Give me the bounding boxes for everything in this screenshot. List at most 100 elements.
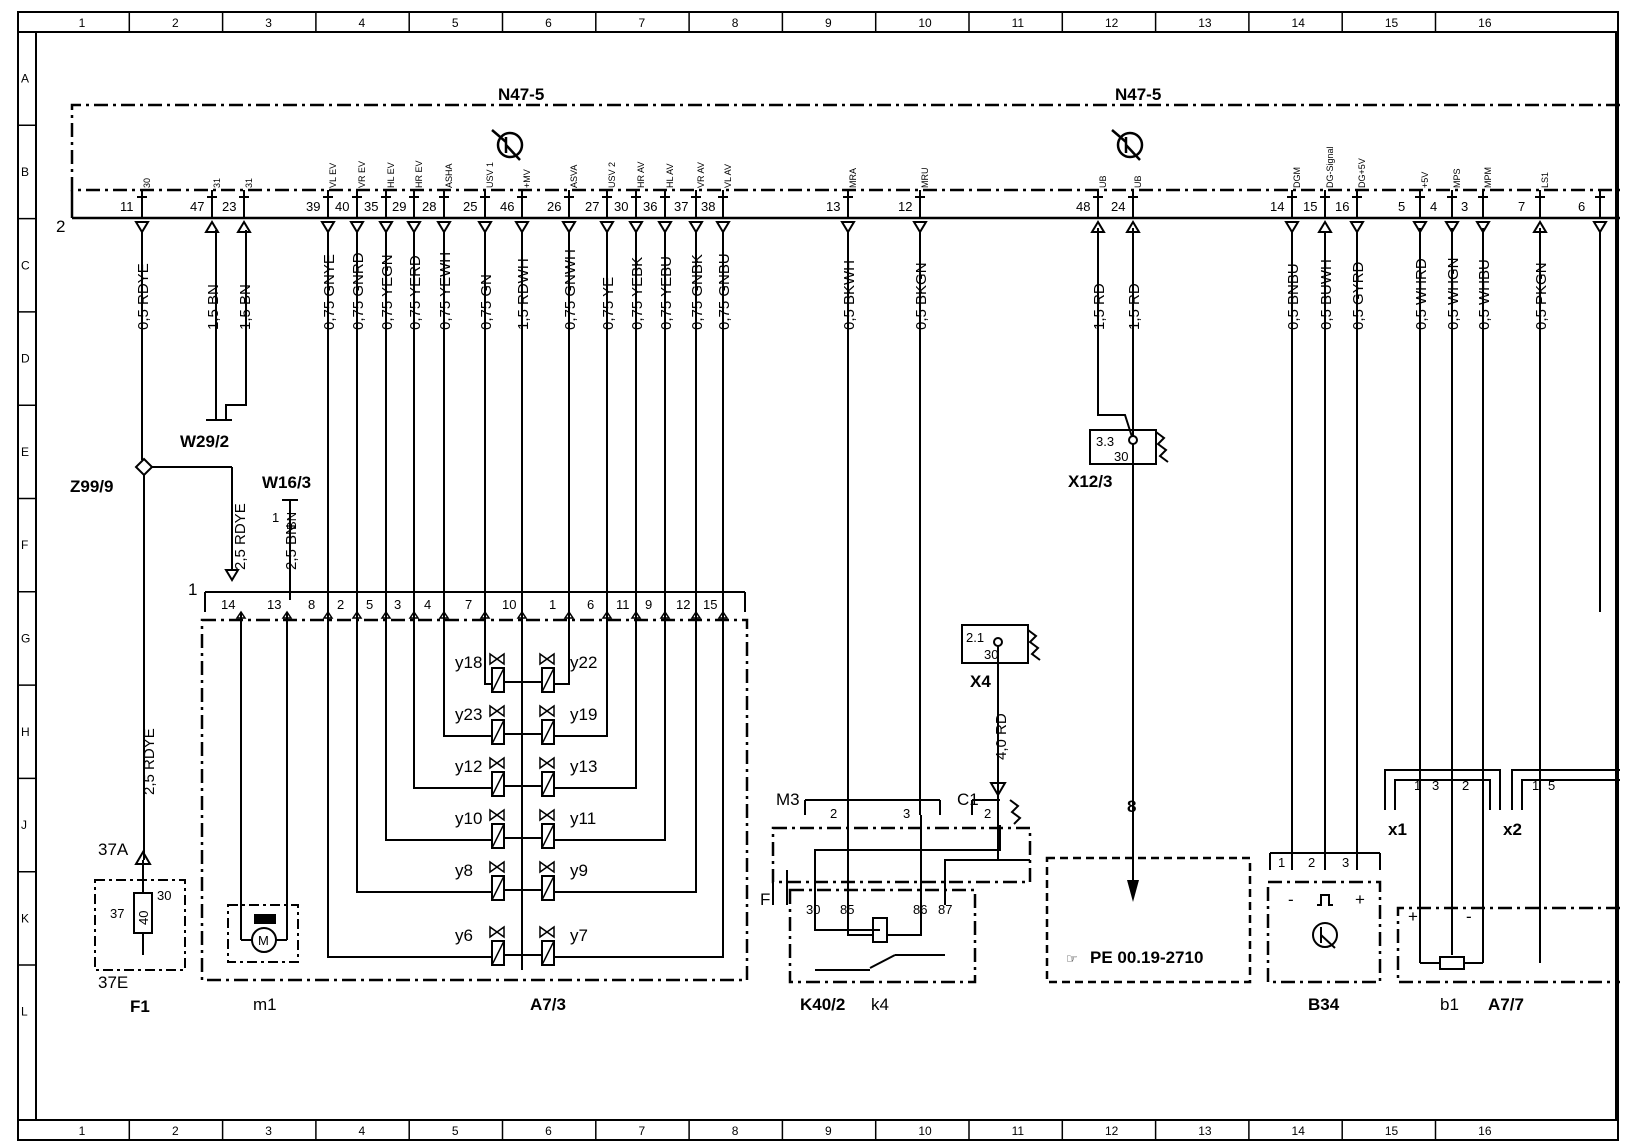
module-title-right: N47-5 <box>1115 85 1161 104</box>
b34-sensor <box>1266 852 1382 984</box>
valve-wire <box>554 612 637 789</box>
arrow-down-icon <box>1592 221 1608 234</box>
x2-pin: 1 <box>1532 778 1539 793</box>
wire-label: 0,5 PKGN <box>1533 262 1550 330</box>
valve-coil <box>541 823 555 849</box>
transistor-icon <box>1111 129 1144 161</box>
pin-number: 39 <box>306 199 320 214</box>
signal-label: +5V <box>1420 172 1430 188</box>
grid-row-label: C <box>21 258 30 272</box>
arrow-down-icon <box>1284 221 1300 234</box>
valve-label: y23 <box>455 705 482 724</box>
pin-number: 46 <box>500 199 514 214</box>
valve-icon <box>539 704 555 718</box>
arrow-down-icon <box>628 221 644 234</box>
valve-icon <box>539 756 555 770</box>
wire-label: 0,75 GNRD <box>350 252 367 330</box>
arrow-down-icon <box>406 221 422 234</box>
wire-z99-branch: 2,5 RDYE <box>232 503 249 570</box>
c1-pin: 2 <box>984 806 991 821</box>
m3-pin: 3 <box>903 806 910 821</box>
wire-label: 1,5 BN <box>205 284 222 330</box>
arrow-down-icon <box>514 221 530 234</box>
grid-column-label: 16 <box>1478 1124 1492 1138</box>
grid-column-label: 14 <box>1292 16 1306 30</box>
x1-pin: 2 <box>1462 778 1469 793</box>
grid-column-label: 1 <box>79 1124 86 1138</box>
grid-row-label: A <box>21 72 29 86</box>
wire-label: 0,75 YEWH <box>437 252 454 330</box>
transistor-icon <box>491 129 524 161</box>
arrow-down-icon <box>561 221 577 234</box>
valve-label: y7 <box>570 926 588 945</box>
wire-label: 1,5 RDWH <box>515 258 532 330</box>
pin-number: 5 <box>1398 199 1405 214</box>
grid-column-label: 3 <box>265 16 272 30</box>
label-m1: m1 <box>253 995 277 1014</box>
arrow-down-icon <box>1444 221 1460 234</box>
wire-label: 0,75 YERD <box>407 255 424 330</box>
wire-label: 0,75 YE <box>600 277 617 330</box>
valve-coil <box>491 940 505 966</box>
valve-wire <box>554 612 666 841</box>
arrow-down-icon <box>688 221 704 234</box>
pin-number: 48 <box>1076 199 1090 214</box>
valve-icon <box>489 756 505 770</box>
grid-column-label: 12 <box>1105 16 1119 30</box>
valve-label: y9 <box>570 861 588 880</box>
valve-coil <box>541 823 555 849</box>
pin-number: 15 <box>1303 199 1317 214</box>
signal-label: ASVA <box>569 165 579 188</box>
wire-f1-lower: 2,5 RDYE <box>141 728 158 795</box>
wire-w16: 2,5 BN <box>283 524 300 570</box>
valve-icon <box>489 704 505 718</box>
grid-row-label: G <box>21 631 30 645</box>
b34-pin: 2 <box>1308 855 1315 870</box>
signal-label: 31 <box>244 178 254 188</box>
signal-label: USV 1 <box>485 162 495 188</box>
signal-label: MRU <box>920 168 930 189</box>
arrow-down-icon <box>1412 221 1428 234</box>
f1-fuse <box>94 860 186 971</box>
valve-coil <box>541 667 555 693</box>
pin-number: 13 <box>826 199 840 214</box>
grid-column-label: 4 <box>359 1124 366 1138</box>
pin-number: 11 <box>120 199 134 214</box>
label-k402: K40/2 <box>800 995 845 1014</box>
wire-label: 0,75 YEBK <box>629 257 646 330</box>
valve-coil <box>541 667 555 693</box>
pin-number: 29 <box>392 199 406 214</box>
grid-column-label: 5 <box>452 1124 459 1138</box>
grid-column-label: 15 <box>1385 16 1399 30</box>
b34-pin: 3 <box>1342 855 1349 870</box>
f1-37a: 37A <box>98 840 129 859</box>
n47-5-module <box>70 103 1620 192</box>
valve-wire <box>554 612 724 958</box>
grid-column-label: 8 <box>732 1124 739 1138</box>
valve-wire <box>385 612 492 841</box>
valve-icon <box>489 925 505 939</box>
pin-number: 7 <box>1518 199 1525 214</box>
valve-coil <box>491 771 505 797</box>
pin-number: 35 <box>364 199 378 214</box>
valve-label: y19 <box>570 705 597 724</box>
a73-pin: 14 <box>221 597 235 612</box>
grid-column-label: 12 <box>1105 1124 1119 1138</box>
wire-label: 0,75 GNWH <box>562 249 579 330</box>
x12-connector <box>1089 228 1169 880</box>
grid-column-labels: 1122334455667788991010111112121313141415… <box>79 12 1492 1140</box>
arrow-down-icon <box>912 221 928 234</box>
valve-coil <box>491 823 505 849</box>
k40-relay <box>771 799 1032 984</box>
valve-coil <box>491 771 505 797</box>
label-w16: W16/3 <box>262 473 311 492</box>
signal-label: HR EV <box>414 160 424 188</box>
f1-40: 40 <box>136 911 151 925</box>
x4-pin-a: 2.1 <box>966 630 984 645</box>
pin-number: 30 <box>614 199 628 214</box>
a77-sign-minus: - <box>1466 907 1472 926</box>
grid-row-label: H <box>21 725 30 739</box>
